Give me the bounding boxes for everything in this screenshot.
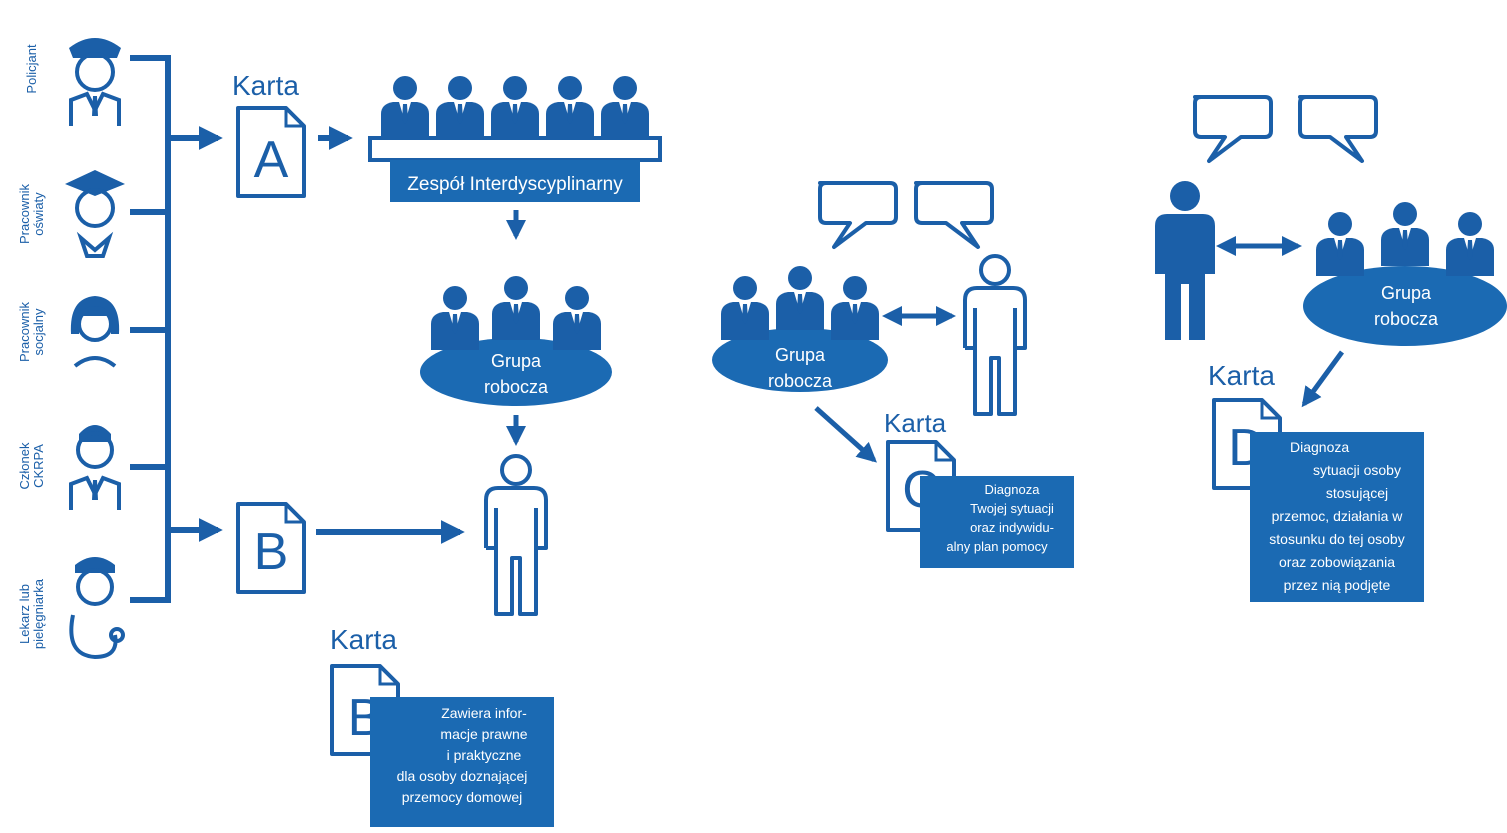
doctor-nurse-icon	[69, 557, 125, 660]
karta-a-label: Karta	[232, 70, 299, 101]
card-d-line-7: przez nią podjęte	[1283, 577, 1391, 593]
working-group-3-icon	[1303, 202, 1507, 346]
card-d-line-4: przemoc, działania w	[1271, 508, 1403, 524]
card-d-line-2: sytuacji osoby	[1313, 462, 1401, 478]
role-label-social-worker: Pracownik socjalny	[17, 302, 46, 362]
group-2-label-line1: Grupa	[774, 345, 826, 365]
arrow-group2-to-card-c	[814, 406, 877, 463]
card-b-line-2: macje prawne	[440, 726, 528, 742]
card-b-detail-description: Zawiera infor- macje prawne i praktyczne…	[370, 697, 554, 827]
card-d-line-6: oraz zobowiązania	[1279, 554, 1395, 570]
group-1-label-line1: Grupa	[490, 351, 542, 371]
karta-d-label: Karta	[1208, 360, 1275, 391]
role-label-teacher: Pracownik oświaty	[17, 184, 46, 244]
card-c-description: Diagnoza Twojej sytuacji oraz indywidu- …	[920, 476, 1074, 568]
social-worker-icon	[70, 296, 120, 368]
roles-connector	[130, 55, 223, 603]
victim-person-icon	[484, 454, 548, 616]
speech-bubble-d-left-icon	[1193, 95, 1273, 163]
karta-b-detail-label: Karta	[330, 624, 397, 655]
card-d-line-1: Diagnoza	[1290, 439, 1350, 455]
group-3-label-line1: Grupa	[1380, 283, 1432, 303]
interdisciplinary-team-icon	[368, 76, 662, 202]
card-b-line-5: przemocy domowej	[401, 789, 523, 805]
card-d-line-3: stosującej	[1325, 485, 1389, 501]
interdisciplinary-team-label: Zespół Interdyscyplinarny	[407, 174, 623, 195]
role-label-ckrpa: Członek CKRPA	[17, 442, 46, 490]
speech-bubble-d-right-icon	[1298, 95, 1378, 163]
person-c-icon	[963, 254, 1027, 416]
group-3-label-line2: robocza	[1373, 309, 1439, 329]
card-b-line-3: i praktyczne	[446, 747, 522, 763]
group-2-label: Grupa robocza	[740, 342, 860, 394]
group-1-label-line2: robocza	[483, 377, 549, 397]
speech-bubble-left-icon	[818, 181, 898, 249]
card-b-line-1: Zawiera infor-	[441, 705, 527, 721]
card-d-description: Diagnoza sytuacji osoby stosującej przem…	[1250, 432, 1424, 602]
karta-c-label: Karta	[884, 408, 947, 438]
ckrpa-member-icon	[69, 425, 121, 510]
perpetrator-person-icon	[1155, 181, 1215, 340]
speech-bubble-right-icon	[914, 181, 994, 249]
group-1-label: Grupa robocza	[456, 348, 576, 400]
card-c-line-3: oraz indywidu-	[970, 520, 1054, 535]
card-a-letter: A	[253, 131, 289, 189]
working-group-1-icon	[420, 276, 612, 406]
group-2-label-line2: robocza	[767, 371, 833, 391]
group-3-label: Grupa robocza	[1346, 280, 1466, 332]
card-c-line-4: alny plan pomocy	[946, 539, 1048, 554]
working-group-2-icon	[712, 266, 888, 392]
role-label-doctor: Lekarz lub pielęgniarka	[17, 578, 46, 650]
card-d-line-5: stosunku do tej osoby	[1269, 531, 1405, 547]
card-b-letter: B	[253, 523, 289, 581]
teacher-icon	[65, 170, 125, 258]
police-officer-icon	[69, 38, 121, 126]
arrow-group3-to-card-d	[1301, 350, 1345, 408]
card-c-line-2: Twojej sytuacji	[970, 501, 1054, 516]
card-b-line-4: dla osoby doznającej	[396, 768, 528, 784]
role-label-police: Policjant	[24, 44, 39, 94]
card-c-line-1: Diagnoza	[984, 482, 1040, 497]
